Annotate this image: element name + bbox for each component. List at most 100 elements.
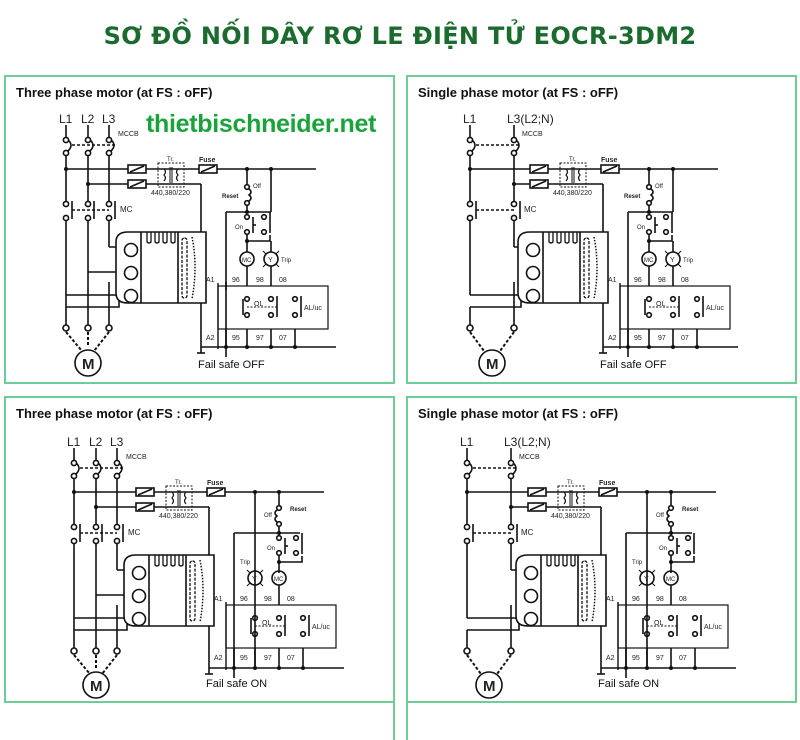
diagram-panel-single-phase-fail-safe-off: Single phase motor (at FS : oFF) bbox=[406, 75, 797, 384]
wiring-diagram: L1 L2 L3 MCCB MC Tr. 440,380/220 Fuse Re… bbox=[59, 112, 336, 377]
al-uc-label: AL/uc bbox=[706, 305, 724, 312]
off-label: Off bbox=[253, 184, 261, 190]
reset-label: Reset bbox=[682, 507, 698, 513]
line-label-l2: L2 bbox=[89, 435, 103, 449]
mccb-label: MCCB bbox=[126, 454, 147, 461]
reset-label: Reset bbox=[290, 507, 306, 513]
trip-lamp-label: Y bbox=[252, 576, 257, 583]
mc-coil-label: MC bbox=[242, 258, 252, 264]
terminal-a2: A2 bbox=[608, 335, 617, 342]
terminal-a1: A1 bbox=[214, 596, 223, 603]
diagram-panel-three-phase-fail-safe-off: Three phase motor (at FS : oFF) bbox=[4, 75, 395, 384]
terminal-98: 98 bbox=[264, 596, 272, 603]
terminal-07: 07 bbox=[681, 335, 689, 342]
terminal-97: 97 bbox=[256, 335, 264, 342]
al-uc-label: AL/uc bbox=[312, 624, 330, 631]
transformer-label: Tr. bbox=[569, 157, 576, 163]
diagram-panel-three-phase-fail-safe-on: Three phase motor (at FS : oFF) bbox=[4, 396, 395, 703]
al-uc-label: AL/uc bbox=[704, 624, 722, 631]
terminal-a1: A1 bbox=[608, 277, 617, 284]
transformer-voltage-label: 440,380/220 bbox=[151, 190, 190, 197]
motor-label: M bbox=[90, 678, 103, 695]
fail-safe-label: Fail safe OFF bbox=[600, 359, 667, 371]
mccb-label: MCCB bbox=[522, 131, 543, 138]
motor-label: M bbox=[483, 678, 496, 695]
terminal-a2: A2 bbox=[606, 655, 615, 662]
terminal-08: 08 bbox=[681, 277, 689, 284]
terminal-98: 98 bbox=[256, 277, 264, 284]
ol-label: OL bbox=[254, 301, 263, 308]
line-label-l2: L2 bbox=[81, 112, 95, 126]
panel-title: Three phase motor (at FS : oFF) bbox=[16, 406, 213, 421]
terminal-97: 97 bbox=[264, 655, 272, 662]
line-label-l3: L3 bbox=[110, 435, 124, 449]
off-label: Off bbox=[655, 184, 663, 190]
fuse-label: Fuse bbox=[199, 157, 215, 164]
mc-label: MC bbox=[128, 528, 141, 537]
transformer-label: Tr. bbox=[167, 157, 174, 163]
transformer-label: Tr. bbox=[567, 480, 574, 486]
terminal-97: 97 bbox=[656, 655, 664, 662]
terminal-95: 95 bbox=[632, 655, 640, 662]
mccb-label: MCCB bbox=[118, 131, 139, 138]
panel-title: Single phase motor (at FS : oFF) bbox=[418, 85, 619, 100]
line-label-l1: L1 bbox=[460, 435, 474, 449]
fuse-label: Fuse bbox=[601, 157, 617, 164]
fail-safe-label: Fail safe ON bbox=[598, 678, 660, 690]
terminal-96: 96 bbox=[240, 596, 248, 603]
ol-label: OL bbox=[262, 620, 271, 627]
mc-label: MC bbox=[521, 528, 534, 537]
line-label-l1: L1 bbox=[67, 435, 81, 449]
terminal-95: 95 bbox=[232, 335, 240, 342]
motor-label: M bbox=[82, 356, 95, 373]
panel-title: Single phase motor (at FS : oFF) bbox=[418, 406, 619, 421]
reset-label: Reset bbox=[624, 194, 640, 200]
transformer-voltage-label: 440,380/220 bbox=[159, 513, 198, 520]
terminal-07: 07 bbox=[287, 655, 295, 662]
terminal-96: 96 bbox=[232, 277, 240, 284]
divider-line-left bbox=[393, 703, 395, 740]
mc-label: MC bbox=[524, 205, 537, 214]
terminal-96: 96 bbox=[632, 596, 640, 603]
trip-label: Trip bbox=[632, 560, 643, 566]
trip-lamp-label: Y bbox=[644, 576, 649, 583]
off-label: Off bbox=[656, 513, 664, 519]
terminal-07: 07 bbox=[679, 655, 687, 662]
divider-line-right bbox=[406, 703, 408, 740]
wiring-diagram: L1 L3(L2;N) MCCB MC Tr. 440,380/220 Fuse… bbox=[463, 112, 738, 377]
trip-lamp-label: Y bbox=[670, 257, 675, 264]
line-label-l3: L3 bbox=[102, 112, 116, 126]
terminal-a2: A2 bbox=[206, 335, 215, 342]
fuse-label: Fuse bbox=[599, 480, 615, 487]
page-title: SƠ ĐỒ NỐI DÂY RƠ LE ĐIỆN TỬ EOCR-3DM2 bbox=[103, 22, 697, 50]
ol-label: OL bbox=[654, 620, 663, 627]
off-label: Off bbox=[264, 513, 272, 519]
wiring-diagram: L1 L3(L2;N) MCCB MC Tr. 440,380/220 Fuse… bbox=[460, 435, 736, 699]
mc-coil-label: MC bbox=[666, 577, 676, 583]
wiring-diagram: L1 L2 L3 MCCB MC Tr. 440,380/220 Fuse Re… bbox=[67, 435, 344, 699]
terminal-95: 95 bbox=[634, 335, 642, 342]
ol-label: OL bbox=[656, 301, 665, 308]
line-label-l3-l2-n: L3(L2;N) bbox=[507, 112, 554, 126]
line-label-l1: L1 bbox=[59, 112, 73, 126]
terminal-07: 07 bbox=[279, 335, 287, 342]
terminal-08: 08 bbox=[679, 596, 687, 603]
terminal-97: 97 bbox=[658, 335, 666, 342]
terminal-98: 98 bbox=[658, 277, 666, 284]
line-label-l3-l2-n: L3(L2;N) bbox=[504, 435, 551, 449]
fail-safe-label: Fail safe OFF bbox=[198, 359, 265, 371]
mc-label: MC bbox=[120, 205, 133, 214]
mccb-label: MCCB bbox=[519, 454, 540, 461]
reset-label: Reset bbox=[222, 194, 238, 200]
trip-lamp-label: Y bbox=[268, 257, 273, 264]
motor-label: M bbox=[486, 356, 499, 373]
terminal-96: 96 bbox=[634, 277, 642, 284]
on-label: On bbox=[659, 546, 667, 552]
transformer-label: Tr. bbox=[175, 480, 182, 486]
line-label-l1: L1 bbox=[463, 112, 477, 126]
mc-coil-label: MC bbox=[644, 258, 654, 264]
diagram-panel-single-phase-fail-safe-on: Single phase motor (at FS : oFF) bbox=[406, 396, 797, 703]
on-label: On bbox=[267, 546, 275, 552]
al-uc-label: AL/uc bbox=[304, 305, 322, 312]
terminal-08: 08 bbox=[287, 596, 295, 603]
